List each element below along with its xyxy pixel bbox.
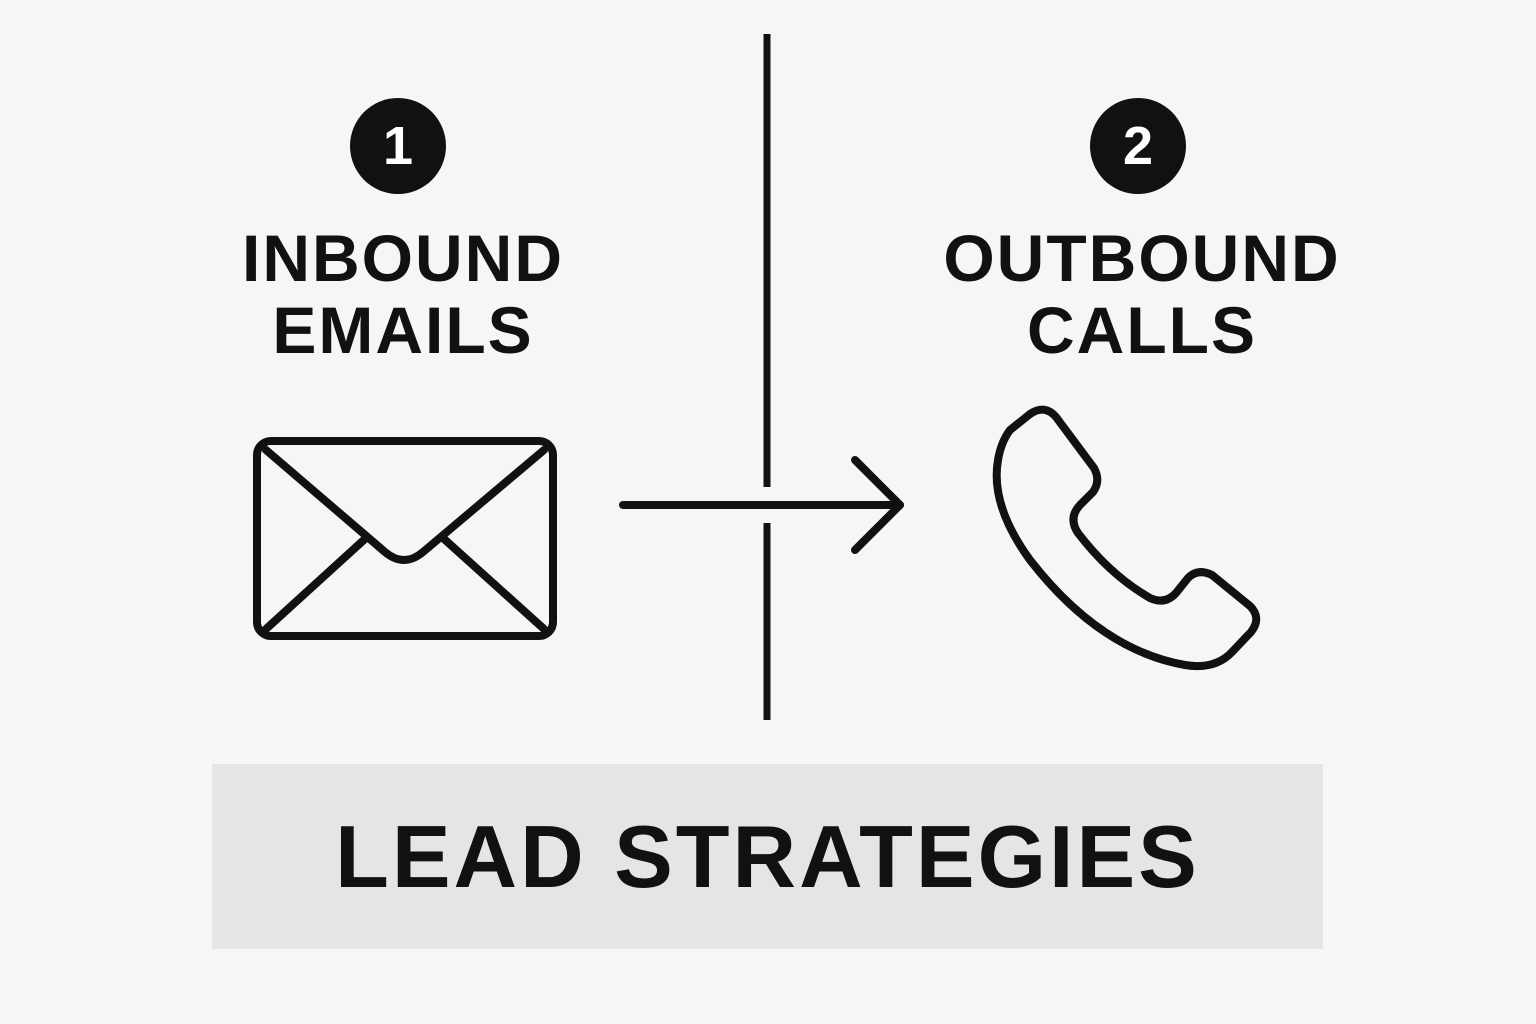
envelope-icon	[253, 437, 557, 640]
step-1-title: INBOUND EMAILS	[163, 222, 643, 366]
step-1-title-line-1: INBOUND	[242, 221, 564, 295]
step-2-title-line-2: CALLS	[1027, 293, 1257, 367]
step-2-title-line-1: OUTBOUND	[943, 221, 1341, 295]
step-2-number-badge: 2	[1090, 98, 1186, 194]
phone-icon	[992, 405, 1261, 671]
footer-title: LEAD STRATEGIES	[335, 806, 1200, 906]
footer-banner: LEAD STRATEGIES	[212, 764, 1323, 949]
step-2-title: OUTBOUND CALLS	[902, 222, 1382, 366]
step-1-number-badge: 1	[350, 98, 446, 194]
step-1-title-line-2: EMAILS	[272, 293, 534, 367]
arrow-right-icon	[619, 456, 904, 554]
